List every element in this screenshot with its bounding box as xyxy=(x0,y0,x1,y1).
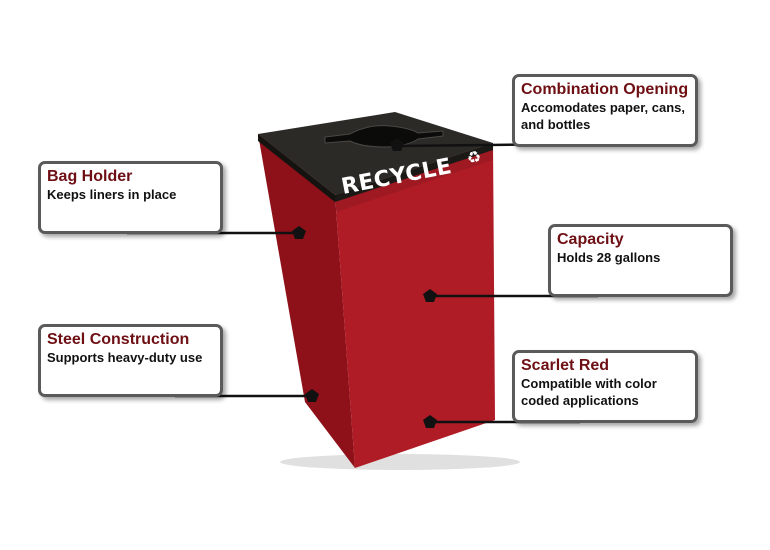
marker-bag-holder xyxy=(292,226,306,239)
combination-opening-slot xyxy=(324,125,444,148)
callout-description: Accomodates paper, cans, and bottles xyxy=(521,100,686,132)
marker-capacity xyxy=(423,289,437,302)
marker-scarlet xyxy=(423,415,437,428)
callout-steel-construction: Steel Construction Supports heavy-duty u… xyxy=(38,324,223,397)
callout-bag-holder: Bag Holder Keeps liners in place xyxy=(38,161,223,234)
callout-scarlet-red: Scarlet Red Compatible with color coded … xyxy=(512,350,698,423)
callout-title: Bag Holder xyxy=(47,168,133,185)
bin-lid-rim xyxy=(335,143,493,202)
callout-markers xyxy=(292,138,437,428)
callout-description: Compatible with color coded applications xyxy=(521,376,657,408)
bin-shadow xyxy=(280,454,520,470)
callout-title: Combination Opening xyxy=(521,81,689,98)
bin-side-panel xyxy=(258,134,355,468)
callout-description: Holds 28 gallons xyxy=(557,250,661,265)
callout-title: Scarlet Red xyxy=(521,357,610,374)
callout-description: Keeps liners in place xyxy=(47,187,177,202)
marker-opening xyxy=(390,138,404,151)
recycle-symbol-icon: ♻ xyxy=(465,147,483,168)
callout-capacity: Capacity Holds 28 gallons xyxy=(548,224,733,297)
callout-combination-opening: Combination Opening Accomodates paper, c… xyxy=(512,74,698,147)
callout-description: Supports heavy-duty use xyxy=(47,350,203,365)
callout-title: Capacity xyxy=(557,231,624,248)
bin-lid-side-rim xyxy=(258,134,335,202)
marker-steel xyxy=(305,389,319,402)
bin-front-panel xyxy=(335,143,495,468)
callout-title: Steel Construction xyxy=(47,331,190,348)
